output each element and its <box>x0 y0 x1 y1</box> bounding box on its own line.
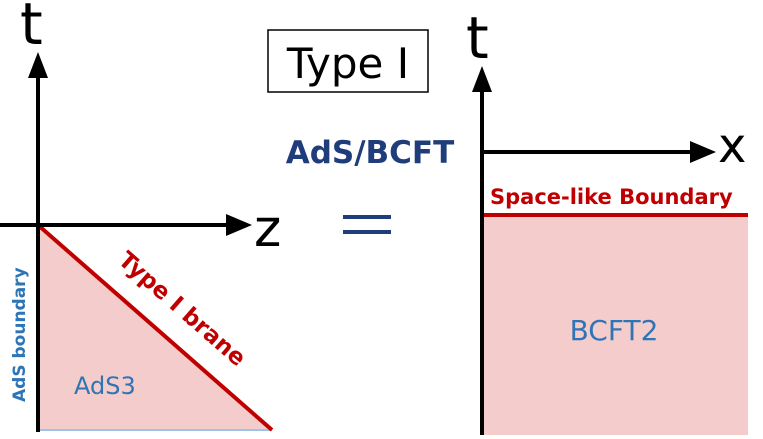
bcft2-label: BCFT2 <box>570 314 659 347</box>
equals-sign-bottom-bar <box>343 230 391 234</box>
space-like-boundary-label: Space-like Boundary <box>490 185 733 209</box>
left-z-axis-arrowhead <box>226 214 252 236</box>
bcft2-region <box>482 215 748 435</box>
right-t-axis-label: t <box>466 4 489 72</box>
left-t-axis-label: t <box>20 0 43 58</box>
left-t-axis-arrowhead <box>28 52 48 78</box>
adsbcft-label: AdS/BCFT <box>286 135 455 171</box>
left-panel: t z AdS boundary AdS3 Type I brane <box>0 0 281 432</box>
equals-sign-top-bar <box>343 215 391 219</box>
ads-boundary-label: AdS boundary <box>10 267 30 402</box>
right-x-axis-arrowhead <box>690 141 716 163</box>
right-t-axis-arrowhead <box>472 66 492 92</box>
right-panel: t x Space-like Boundary BCFT2 <box>466 4 748 435</box>
ads3-label: AdS3 <box>74 372 136 400</box>
center-section: Type I AdS/BCFT <box>267 29 455 234</box>
right-x-axis-label: x <box>718 118 746 174</box>
title-label: Type I <box>286 39 409 88</box>
left-z-axis-label: z <box>254 199 281 259</box>
title-box <box>267 29 429 93</box>
type-i-brane-line <box>36 223 274 432</box>
